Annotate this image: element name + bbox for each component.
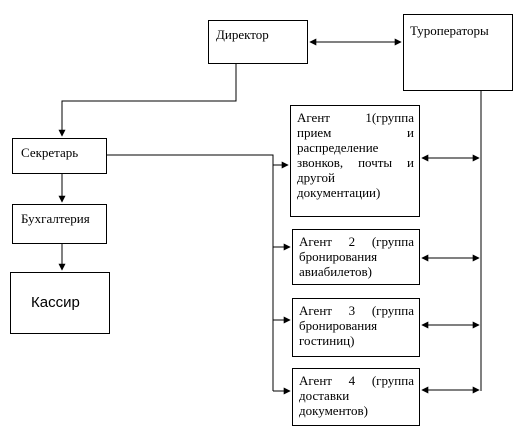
cashier-label: Кассир xyxy=(31,294,80,311)
agent3-box: Агент 3 (группа бронирования гостиниц) xyxy=(292,298,420,357)
agent4-label: Агент 4 (группа доставки документов) xyxy=(299,373,414,418)
director-label: Директор xyxy=(216,27,269,42)
accounting-box: Бухгалтерия xyxy=(12,204,107,244)
connector-secretary-bus xyxy=(107,154,274,391)
touroperators-box: Туроператоры xyxy=(403,14,513,91)
cashier-box: Кассир xyxy=(10,272,110,334)
agent2-box: Агент 2 (группа бронирования авиабилетов… xyxy=(292,229,420,285)
connector-director-secretary xyxy=(58,64,237,137)
agent2-label: Агент 2 (группа бронирования авиабилетов… xyxy=(299,234,414,279)
agent4-box: Агент 4 (группа доставки документов) xyxy=(292,368,420,426)
agent3-label: Агент 3 (группа бронирования гостиниц) xyxy=(299,303,414,348)
secretary-box: Секретарь xyxy=(12,138,107,174)
accounting-label: Бухгалтерия xyxy=(21,211,90,226)
agent1-label: Агент 1(группа прием и распределение зво… xyxy=(297,110,414,200)
agent1-box: Агент 1(группа прием и распределение зво… xyxy=(290,105,420,217)
touroperators-label: Туроператоры xyxy=(410,23,489,38)
director-box: Директор xyxy=(208,20,308,64)
secretary-label: Секретарь xyxy=(21,145,79,160)
